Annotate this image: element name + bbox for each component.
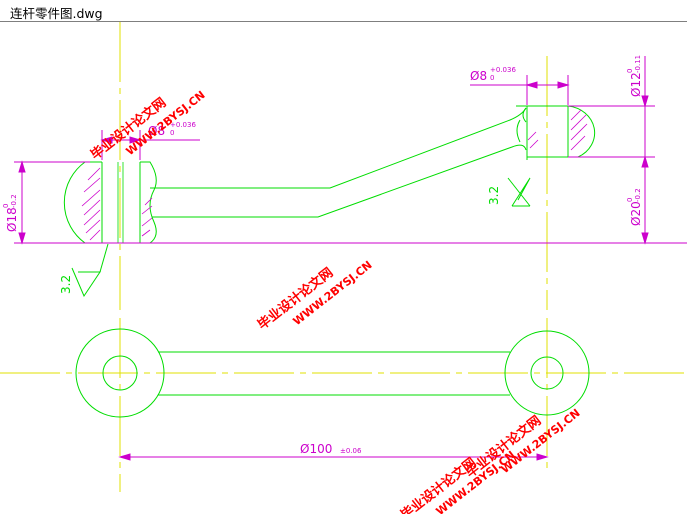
dimensions [14, 56, 687, 461]
dim-hole-left: Ø8 [148, 124, 165, 138]
window-titlebar: 连杆零件图.dwg [0, 0, 687, 22]
dim-dia20-tol-lower: -0.2 [634, 188, 642, 202]
dim-dia12: Ø12 [629, 72, 643, 97]
roughness-text: 3.2 3.2 [59, 186, 501, 294]
dim-dia20-tol-upper: 0 [626, 198, 634, 202]
dim-dia12-tol-upper: 0 [626, 69, 634, 73]
boss-left-inner [102, 355, 138, 391]
dim-center-distance-tol: ±0.06 [340, 447, 362, 455]
boss-right-inner [530, 356, 564, 390]
section-hatching [81, 109, 588, 241]
dim-dia18-tol-lower: -0.2 [10, 194, 18, 208]
roughness-right: 3.2 [487, 186, 501, 205]
dim-hole-right: Ø8 [470, 69, 487, 83]
dim-hole-left-tol-lower: 0 [170, 129, 174, 137]
drawing-canvas[interactable]: Ø8 +0.036 0 Ø8 +0.036 0 Ø18 0 -0.2 Ø12 0… [0, 22, 687, 518]
dim-dia12-tol-lower: -0.11 [634, 55, 642, 73]
watermarks: 毕业设计论文网 WWW.2BYSJ.CN 毕业设计论文网 WWW.2BYSJ.C… [88, 88, 583, 518]
dim-center-distance: Ø100 [300, 442, 332, 456]
window-title: 连杆零件图.dwg [10, 6, 103, 21]
dim-dia20: Ø20 [629, 201, 643, 226]
dim-hole-right-tol: +0.036 [490, 66, 516, 74]
dim-hole-left-tol: +0.036 [170, 121, 196, 129]
roughness-left: 3.2 [59, 275, 73, 294]
watermark-2: 毕业设计论文网 WWW.2BYSJ.CN [255, 258, 375, 333]
top-view [75, 328, 590, 418]
cad-drawing: Ø8 +0.036 0 Ø8 +0.036 0 Ø18 0 -0.2 Ø12 0… [0, 22, 687, 518]
dim-hole-right-tol-lower: 0 [490, 74, 494, 82]
centerlines [0, 22, 687, 492]
dim-dia18-tol-upper: 0 [2, 204, 10, 208]
dim-dia18: Ø18 [5, 207, 19, 232]
boss-left-outer [75, 328, 165, 418]
dimension-text: Ø8 +0.036 0 Ø8 +0.036 0 Ø18 0 -0.2 Ø12 0… [2, 55, 643, 456]
boss-right-outer [504, 330, 590, 416]
